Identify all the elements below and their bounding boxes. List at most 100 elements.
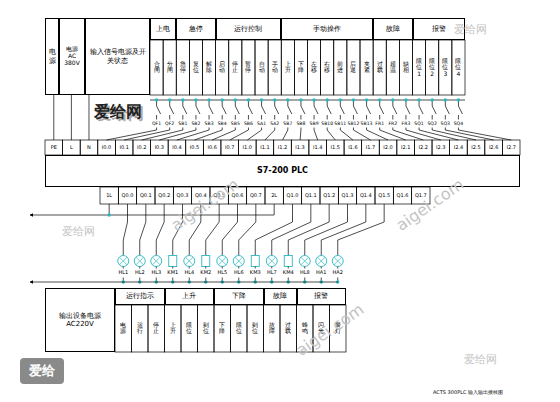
input-function: 超温 bbox=[390, 61, 396, 74]
terminal-name: I1.3 bbox=[295, 145, 304, 151]
table-cell bbox=[321, 40, 334, 95]
wire bbox=[124, 128, 170, 141]
input-function: 限位1 bbox=[416, 58, 422, 78]
wire bbox=[195, 115, 196, 120]
wire bbox=[177, 128, 209, 141]
device-tag: SB9 bbox=[310, 121, 319, 126]
terminal-name: I1.6 bbox=[348, 145, 357, 151]
device-tag: HL2 bbox=[135, 270, 145, 276]
wire bbox=[235, 115, 236, 120]
lamp-cross bbox=[152, 257, 160, 265]
input-function: 下降 bbox=[298, 61, 304, 74]
device-tag: SB11 bbox=[334, 121, 346, 126]
switch-contact bbox=[248, 106, 252, 114]
indicator-lamp bbox=[151, 256, 162, 267]
junction-dot bbox=[325, 98, 328, 101]
terminal-cell bbox=[239, 140, 257, 155]
junction-dot bbox=[286, 98, 289, 101]
output-function: 下降 bbox=[219, 322, 225, 335]
switch-contact bbox=[419, 106, 423, 114]
power-wire bbox=[53, 95, 54, 140]
table-header-cell: 输入信号电源及开关状态 bbox=[85, 18, 150, 95]
cell-text: 运行控制 bbox=[233, 25, 263, 33]
wire bbox=[139, 267, 140, 269]
switch-contact bbox=[353, 106, 357, 114]
device-tag: SB10 bbox=[321, 121, 333, 126]
wire bbox=[340, 115, 341, 120]
wire bbox=[142, 128, 183, 141]
wire bbox=[156, 267, 157, 269]
output-function: 上升 bbox=[170, 322, 176, 335]
output-terminal-name: Q1.4 bbox=[360, 193, 372, 199]
input-function: 暂停 bbox=[245, 61, 251, 74]
output-terminal-cell bbox=[118, 187, 136, 204]
wire bbox=[172, 267, 173, 269]
switch-contact bbox=[393, 106, 397, 114]
junction-dot bbox=[194, 98, 197, 101]
lamp-cross bbox=[136, 257, 144, 265]
terminal-name: I0.5 bbox=[190, 145, 199, 151]
lamp-cross bbox=[268, 257, 276, 265]
junction-dot bbox=[378, 98, 381, 101]
device-tag: SB13 bbox=[361, 121, 373, 126]
table-cell bbox=[115, 305, 132, 352]
output-terminal-name: Q0.2 bbox=[158, 193, 170, 199]
table-cell bbox=[176, 40, 189, 95]
device-tag: HL3 bbox=[151, 270, 161, 276]
output-terminal-name: Q1.5 bbox=[378, 193, 390, 199]
output-terminal-cell bbox=[393, 187, 411, 204]
input-function: 左移 bbox=[311, 61, 317, 74]
terminal-cell bbox=[502, 140, 520, 155]
table-cell bbox=[214, 305, 231, 352]
terminal-cell bbox=[379, 140, 397, 155]
wire bbox=[195, 128, 223, 141]
terminal-name: I0.0 bbox=[102, 145, 111, 151]
terminal-cell bbox=[133, 140, 151, 155]
terminal-cell bbox=[450, 140, 468, 155]
terminal-cell bbox=[203, 140, 221, 155]
table-cell bbox=[255, 40, 268, 95]
input-function: 过载 bbox=[377, 61, 383, 74]
wire bbox=[140, 204, 146, 256]
device-tag: HA2 bbox=[333, 270, 343, 276]
device-tag: HL4 bbox=[184, 270, 194, 276]
wire bbox=[314, 115, 315, 120]
lamp-cross bbox=[119, 257, 127, 265]
device-tag: SA1 bbox=[257, 121, 266, 126]
wire bbox=[458, 128, 511, 141]
output-terminal-name: Q1.6 bbox=[397, 193, 409, 199]
switch-contact bbox=[458, 106, 462, 114]
cell-text: 报警 bbox=[431, 25, 447, 33]
wire bbox=[156, 204, 164, 256]
cell-text: 手动操作 bbox=[312, 25, 342, 33]
lamp-cross bbox=[119, 257, 127, 265]
indicator-lamp bbox=[118, 256, 129, 267]
table-header-cell: 电源 bbox=[45, 18, 59, 95]
lamp-cross bbox=[301, 257, 309, 265]
wire bbox=[392, 115, 393, 120]
terminal-cell bbox=[362, 140, 380, 155]
wire bbox=[304, 267, 305, 269]
input-function: 前进 bbox=[337, 61, 343, 74]
switch-contact bbox=[183, 106, 187, 114]
table-cell bbox=[268, 40, 281, 95]
output-terminal-name: Q0.3 bbox=[177, 193, 189, 199]
terminal-cell bbox=[115, 140, 133, 155]
table-cell bbox=[189, 40, 202, 95]
terminal-name: I2.2 bbox=[419, 145, 428, 151]
table-cell bbox=[413, 40, 426, 95]
junction-dot bbox=[417, 98, 420, 101]
cell-text: 急停 bbox=[188, 25, 204, 33]
wire bbox=[261, 115, 262, 120]
switch-contact bbox=[275, 106, 279, 114]
input-function: 缺相 bbox=[403, 61, 409, 74]
table-cell bbox=[360, 40, 373, 95]
output-terminal-name: 2L bbox=[271, 193, 277, 199]
junction-dot bbox=[457, 98, 460, 101]
lamp-cross bbox=[235, 257, 243, 265]
table-cell bbox=[439, 40, 452, 95]
terminal-cell bbox=[397, 140, 415, 155]
device-tag: SB7 bbox=[283, 121, 292, 126]
device-tag: SQ2 bbox=[427, 121, 436, 126]
drawing-caption: ACTS 300PLC 输入输出接线图 bbox=[433, 390, 503, 396]
